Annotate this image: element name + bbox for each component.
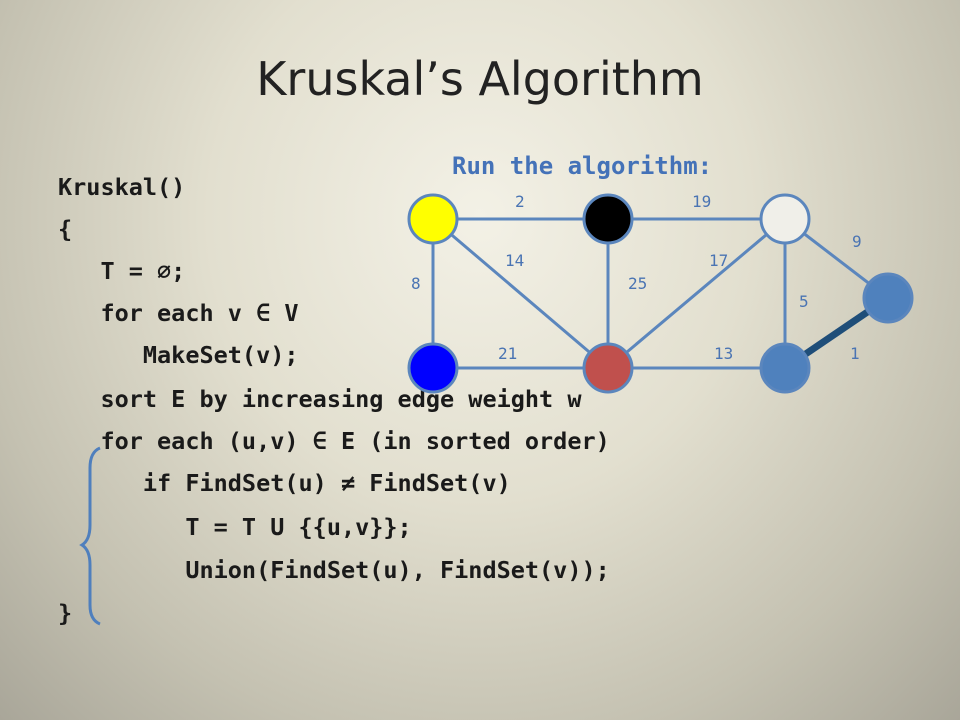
edge-a-e	[432, 217, 609, 370]
graph-node-a	[407, 193, 459, 245]
code-line: if FindSet(u) ≠ FindSet(v)	[58, 469, 511, 497]
edge-weight-label: 9	[852, 232, 862, 251]
graph-node-e	[582, 342, 634, 394]
edge-weight-label: 25	[628, 274, 647, 293]
graph-node-c	[759, 193, 811, 245]
code-line: for each v ∈ V	[58, 299, 299, 327]
code-line: T = T U {{u,v}};	[58, 513, 412, 541]
graph-node-f	[759, 342, 811, 394]
code-line: T = ∅;	[58, 257, 186, 285]
code-line: Union(FindSet(u), FindSet(v));	[58, 556, 610, 584]
edge-weight-label: 5	[799, 292, 809, 311]
code-line: }	[58, 599, 73, 627]
edge-weight-label: 19	[692, 192, 711, 211]
code-line: sort E by increasing edge weight w	[58, 385, 582, 413]
edge-weight-label: 8	[411, 274, 421, 293]
graph-node-d	[407, 342, 459, 394]
edge-weight-label: 21	[498, 344, 517, 363]
graph-node-b	[582, 193, 634, 245]
edge-weight-label: 14	[505, 251, 524, 270]
edge-e-c	[607, 217, 786, 370]
edge-weight-label: 13	[714, 344, 733, 363]
run-algorithm-label: Run the algorithm:	[452, 152, 713, 180]
edge-weight-label: 17	[709, 251, 728, 270]
edge-weight-label: 2	[515, 192, 525, 211]
pseudocode-block: Kruskal() { T = ∅; for each v ∈ V MakeSe…	[58, 170, 610, 627]
code-line: {	[58, 215, 73, 243]
slide-title: Kruskal’s Algorithm	[256, 52, 704, 106]
edge-weight-label: 1	[850, 344, 860, 363]
code-line: Kruskal()	[58, 173, 186, 201]
code-line: MakeSet(v);	[58, 341, 299, 369]
graph-node-g	[862, 272, 914, 324]
code-line: for each (u,v) ∈ E (in sorted order)	[58, 427, 610, 455]
